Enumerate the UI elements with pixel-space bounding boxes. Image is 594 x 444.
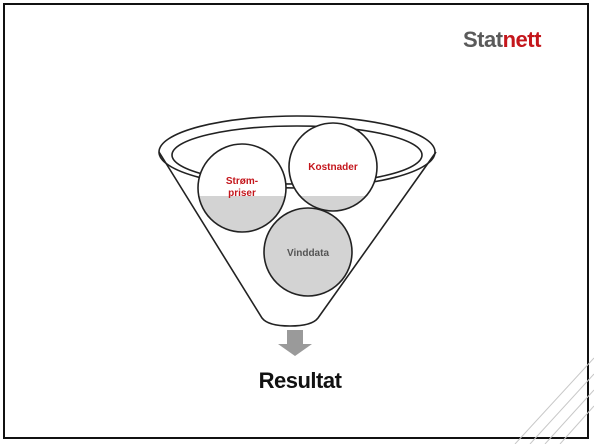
down-arrow-icon	[278, 330, 312, 356]
result-label: Resultat	[258, 368, 342, 393]
logo-text-red: nett	[502, 27, 542, 52]
decorative-lines	[514, 357, 594, 444]
circle-vinddata	[263, 207, 353, 297]
label-priser: priser	[228, 188, 256, 199]
statnett-logo: Statnett	[463, 27, 541, 53]
circle-kostnader	[288, 122, 378, 212]
slide-border	[3, 3, 589, 439]
funnel-body	[158, 151, 437, 327]
label-strom: Strøm-	[226, 176, 258, 187]
circle-stromprser	[197, 143, 287, 233]
logo-text-dark: Stat	[463, 27, 503, 52]
label-kostnader: Kostnader	[308, 162, 358, 173]
label-vinddata: Vinddata	[287, 248, 329, 259]
